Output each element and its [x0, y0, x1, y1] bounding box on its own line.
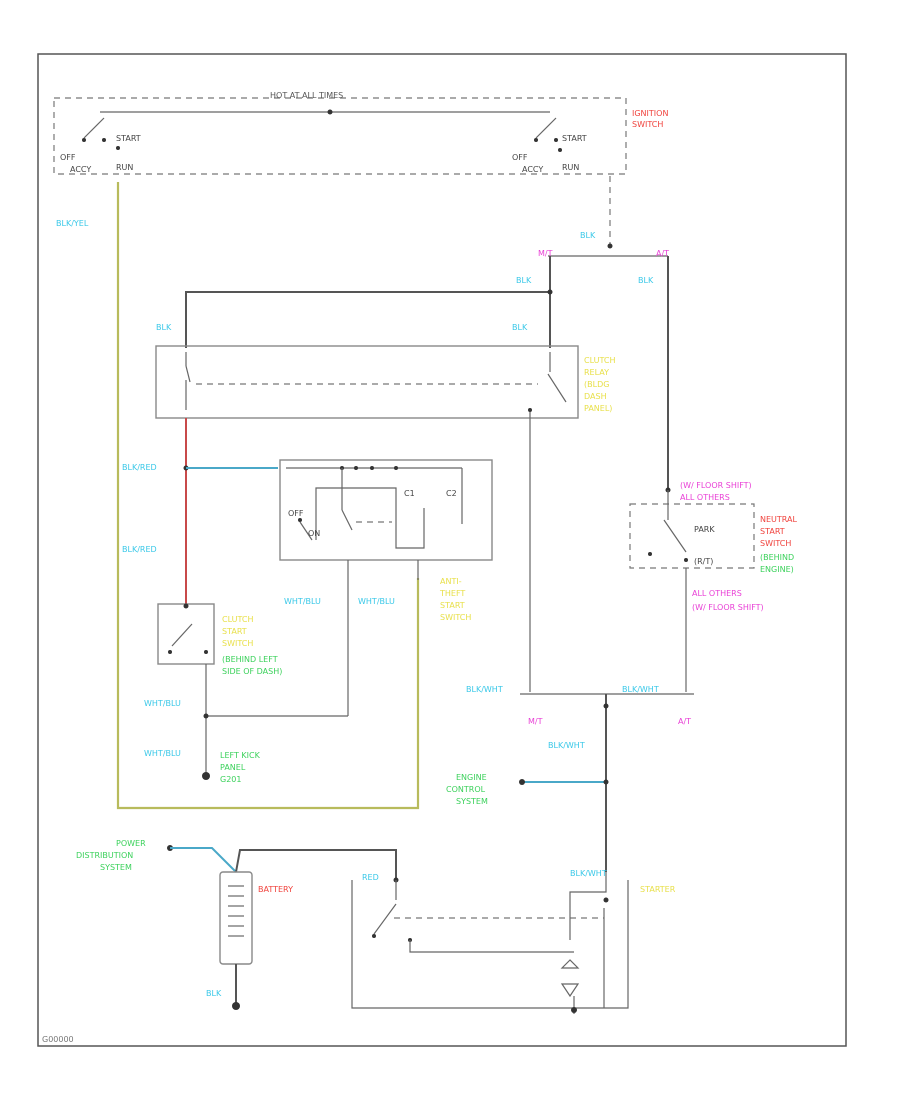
behind-engine-label-1: (BEHIND	[760, 553, 794, 562]
anti-theft-label-2: THEFT	[439, 589, 465, 598]
clutch-switch-label-4: (BEHIND LEFT	[222, 655, 278, 664]
neutral-start-label-2: START	[760, 527, 785, 536]
ground-note-1: LEFT KICK	[220, 751, 261, 760]
clutch-switch-label-1: CLUTCH	[222, 615, 254, 624]
floor-shift-label-2: ALL OTHERS	[680, 493, 730, 502]
power-distribution-label-3: SYSTEM	[100, 863, 132, 872]
wire-label-blk-wht1: BLK/WHT	[466, 685, 503, 694]
ground-note-3: G201	[220, 775, 241, 784]
clutch-relay-label-3: (BLDG	[584, 380, 609, 389]
wire-label-red2: BLK/RED	[122, 545, 157, 554]
ignition-switch-label-2: SWITCH	[632, 120, 663, 129]
wire-label-at: BLK	[638, 276, 654, 285]
at-label-top: A/T	[656, 249, 669, 258]
wire-label-wht3: WHT/BLU	[144, 699, 181, 708]
wire-label-mt: BLK	[516, 276, 532, 285]
power-distribution-label-2: DISTRIBUTION	[76, 851, 133, 860]
ignition-off-right-label: OFF	[512, 153, 528, 162]
svg-text:ON: ON	[308, 529, 320, 538]
ignition-run-right-label: RUN	[562, 163, 579, 172]
starter-label: STARTER	[640, 885, 676, 894]
mt-label-top: M/T	[538, 249, 553, 258]
svg-text:OFF: OFF	[288, 509, 304, 518]
wire-label-relay-left: BLK	[156, 323, 172, 332]
all-others-label-2: (W/ FLOOR SHIFT)	[692, 603, 764, 612]
mt-label-bottom: M/T	[528, 717, 543, 726]
park-neutral-label-3: (R/T)	[694, 557, 713, 566]
wire-label-ign-left: BLK/YEL	[56, 219, 89, 228]
clutch-relay-label-1: CLUTCH	[584, 356, 616, 365]
park-neutral-label-1: PARK	[694, 525, 715, 534]
ignition-acc-left-label: ACCY	[70, 165, 91, 174]
clutch-start-switch: CLUTCH START SWITCH (BEHIND LEFT SIDE OF…	[157, 603, 282, 676]
neutral-start-switch: PARK (R/T) (W/ FLOOR SHIFT) ALL OTHERS N…	[629, 481, 797, 612]
ground-note-2: PANEL	[220, 763, 246, 772]
wire-label-ground: BLK	[206, 989, 222, 998]
anti-theft-label-1: ANTI-	[440, 577, 462, 586]
svg-text:C2: C2	[446, 489, 457, 498]
clutch-switch-label-5: SIDE OF DASH)	[222, 667, 282, 676]
neutral-start-label-3: SWITCH	[760, 539, 791, 548]
wire-label-blk-wht3: BLK/WHT	[548, 741, 585, 750]
clutch-relay-label-5: PANEL)	[584, 404, 612, 413]
battery-label: BATTERY	[258, 885, 293, 894]
clutch-switch-label-3: SWITCH	[222, 639, 253, 648]
ignition-switch: HOT AT ALL TIMES OFF ACCY START RUN OFF …	[53, 91, 668, 175]
clutch-relay: CLUTCH RELAY (BLDG DASH PANEL)	[155, 345, 616, 419]
yellow-wire	[116, 182, 420, 810]
hot-at-all-times-label: HOT AT ALL TIMES	[270, 91, 343, 100]
starter: RED STARTER BLK/WHT	[351, 869, 676, 1014]
wire-label-wht2: WHT/BLU	[358, 597, 395, 606]
wire-label-wht4: WHT/BLU	[144, 749, 181, 758]
clutch-relay-label-2: RELAY	[584, 368, 609, 377]
clutch-switch-label-2: START	[222, 627, 247, 636]
clutch-relay-label-4: DASH	[584, 392, 607, 401]
figure-id: G00000	[42, 1035, 74, 1044]
wire-label-starter-red: RED	[362, 873, 379, 882]
wire-label-ign-right: BLK	[580, 231, 596, 240]
wire-label-relay-right: BLK	[512, 323, 528, 332]
anti-theft-label-4: SWITCH	[440, 613, 471, 622]
svg-text:C1: C1	[404, 489, 415, 498]
engine-control-label-3: SYSTEM	[456, 797, 488, 806]
wire-label-blk-wht2: BLK/WHT	[622, 685, 659, 694]
anti-theft-label-3: START	[440, 601, 465, 610]
power-distribution-label-1: POWER	[116, 839, 146, 848]
ignition-start-left-label: START	[116, 134, 141, 143]
engine-control-label-2: CONTROL	[446, 785, 486, 794]
wire-label-blk-wht4: BLK/WHT	[570, 869, 607, 878]
ignition-switch-label-1: IGNITION	[632, 109, 668, 118]
ignition-off-left-label: OFF	[60, 153, 76, 162]
floor-shift-label-1: (W/ FLOOR SHIFT)	[680, 481, 752, 490]
wire-label-red: BLK/RED	[122, 463, 157, 472]
wire-label-wht1: WHT/BLU	[284, 597, 321, 606]
ignition-start-right-label: START	[562, 134, 587, 143]
anti-theft-switch: OFF ON C1 C2 ANTI- THEFT START SWITCH	[279, 459, 493, 622]
behind-engine-label-2: ENGINE)	[760, 565, 794, 574]
at-label-bottom: A/T	[678, 717, 691, 726]
ignition-acc-right-label: ACCY	[522, 165, 543, 174]
ignition-run-left-label: RUN	[116, 163, 133, 172]
diagram-frame	[37, 53, 847, 1047]
all-others-label-1: ALL OTHERS	[692, 589, 742, 598]
engine-control-label-1: ENGINE	[456, 773, 487, 782]
neutral-start-label-1: NEUTRAL	[760, 515, 797, 524]
battery: BATTERY	[219, 871, 293, 965]
cyan-wire-3	[170, 847, 237, 873]
